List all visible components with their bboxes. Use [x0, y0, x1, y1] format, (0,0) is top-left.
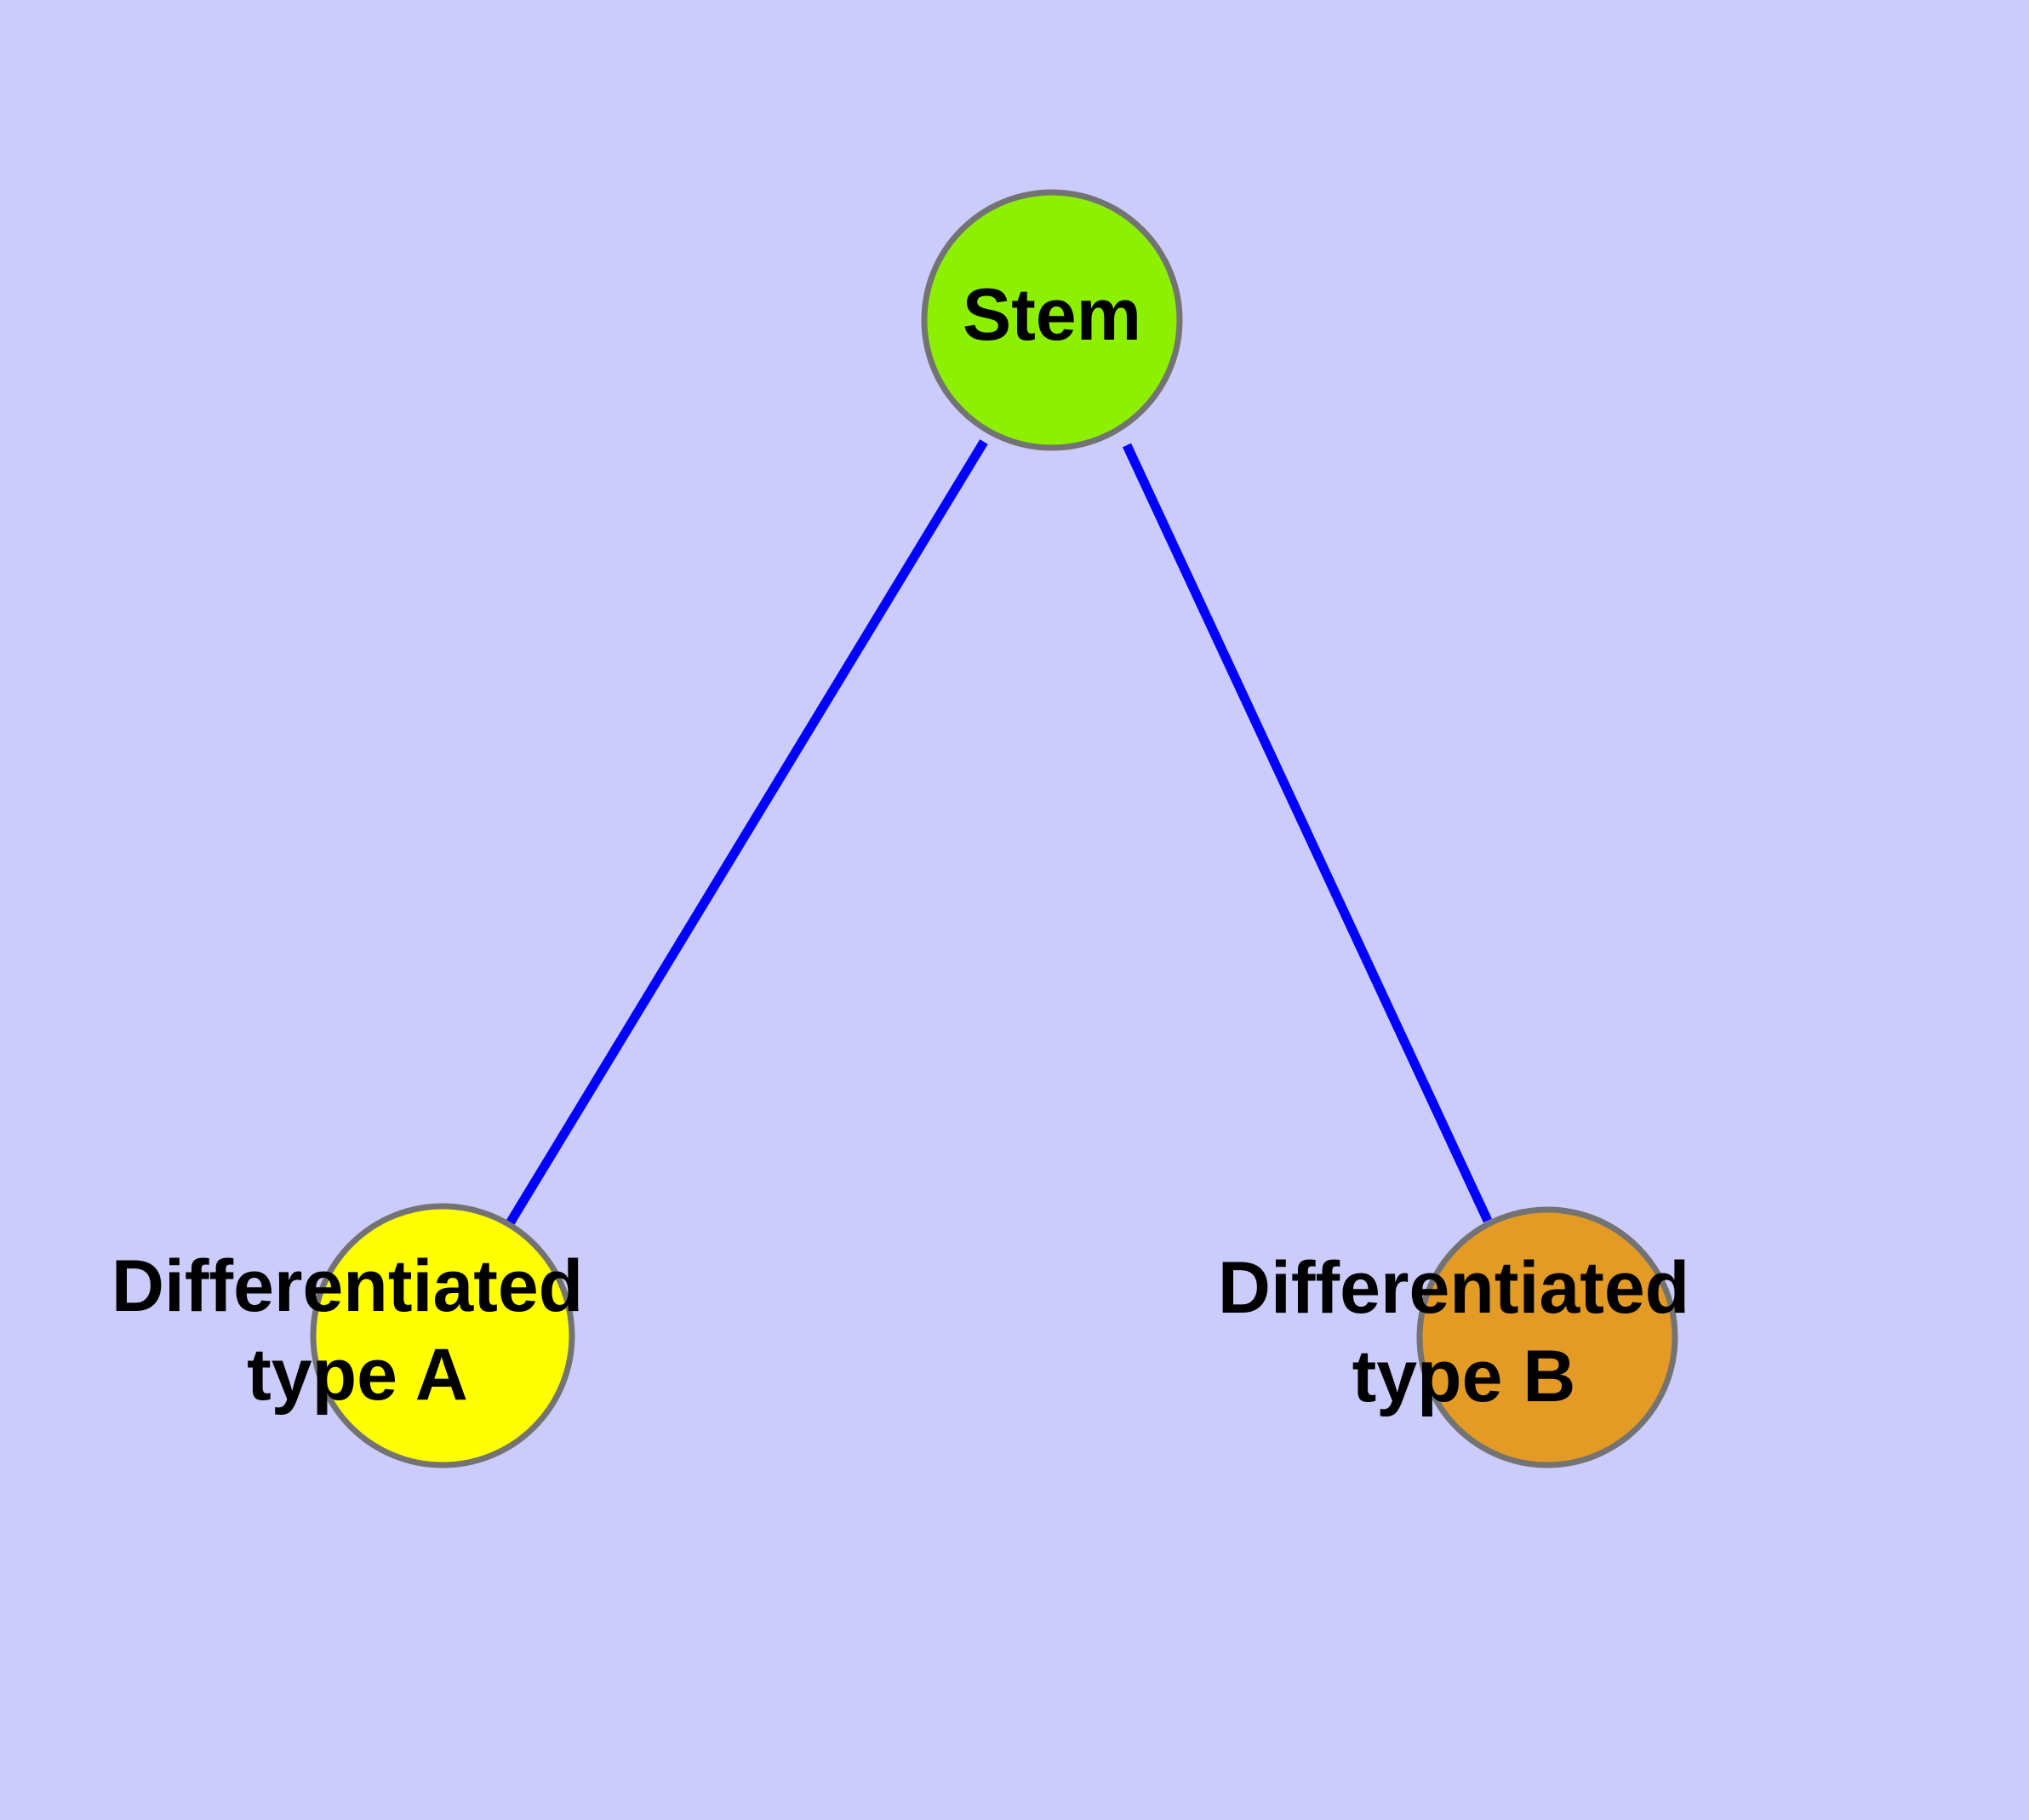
node-stem-label-line-1: Stem [963, 274, 1141, 356]
edge-layer [506, 439, 1492, 1226]
node-stem-circle[interactable] [921, 189, 1183, 451]
node-layer: Stem Differentiated type A Differentiate… [111, 189, 1710, 1468]
node-differentiated-type-a-label-line-2: type A [247, 1334, 468, 1416]
node-stem-label: Stem [963, 274, 1141, 356]
node-differentiated-type-a[interactable]: Differentiated type A [111, 1203, 603, 1468]
node-differentiated-type-b-label-line-1: Differentiated [1218, 1247, 1689, 1329]
node-differentiated-type-a-label: Differentiated type A [111, 1245, 603, 1416]
node-differentiated-type-b-label-line-2: type B [1352, 1336, 1576, 1417]
edge-stem-to-differentiated-type-b[interactable] [1123, 443, 1492, 1223]
node-stem[interactable]: Stem [921, 189, 1183, 451]
node-differentiated-type-a-label-line-1: Differentiated [111, 1245, 583, 1327]
node-differentiated-type-b-label: Differentiated type B [1218, 1247, 1710, 1417]
node-differentiated-type-b[interactable]: Differentiated type B [1218, 1206, 1710, 1468]
edge-stem-to-differentiated-type-a[interactable] [506, 439, 988, 1226]
node-differentiated-type-b-circle[interactable] [1416, 1206, 1678, 1468]
node-differentiated-type-a-circle[interactable] [310, 1203, 575, 1468]
